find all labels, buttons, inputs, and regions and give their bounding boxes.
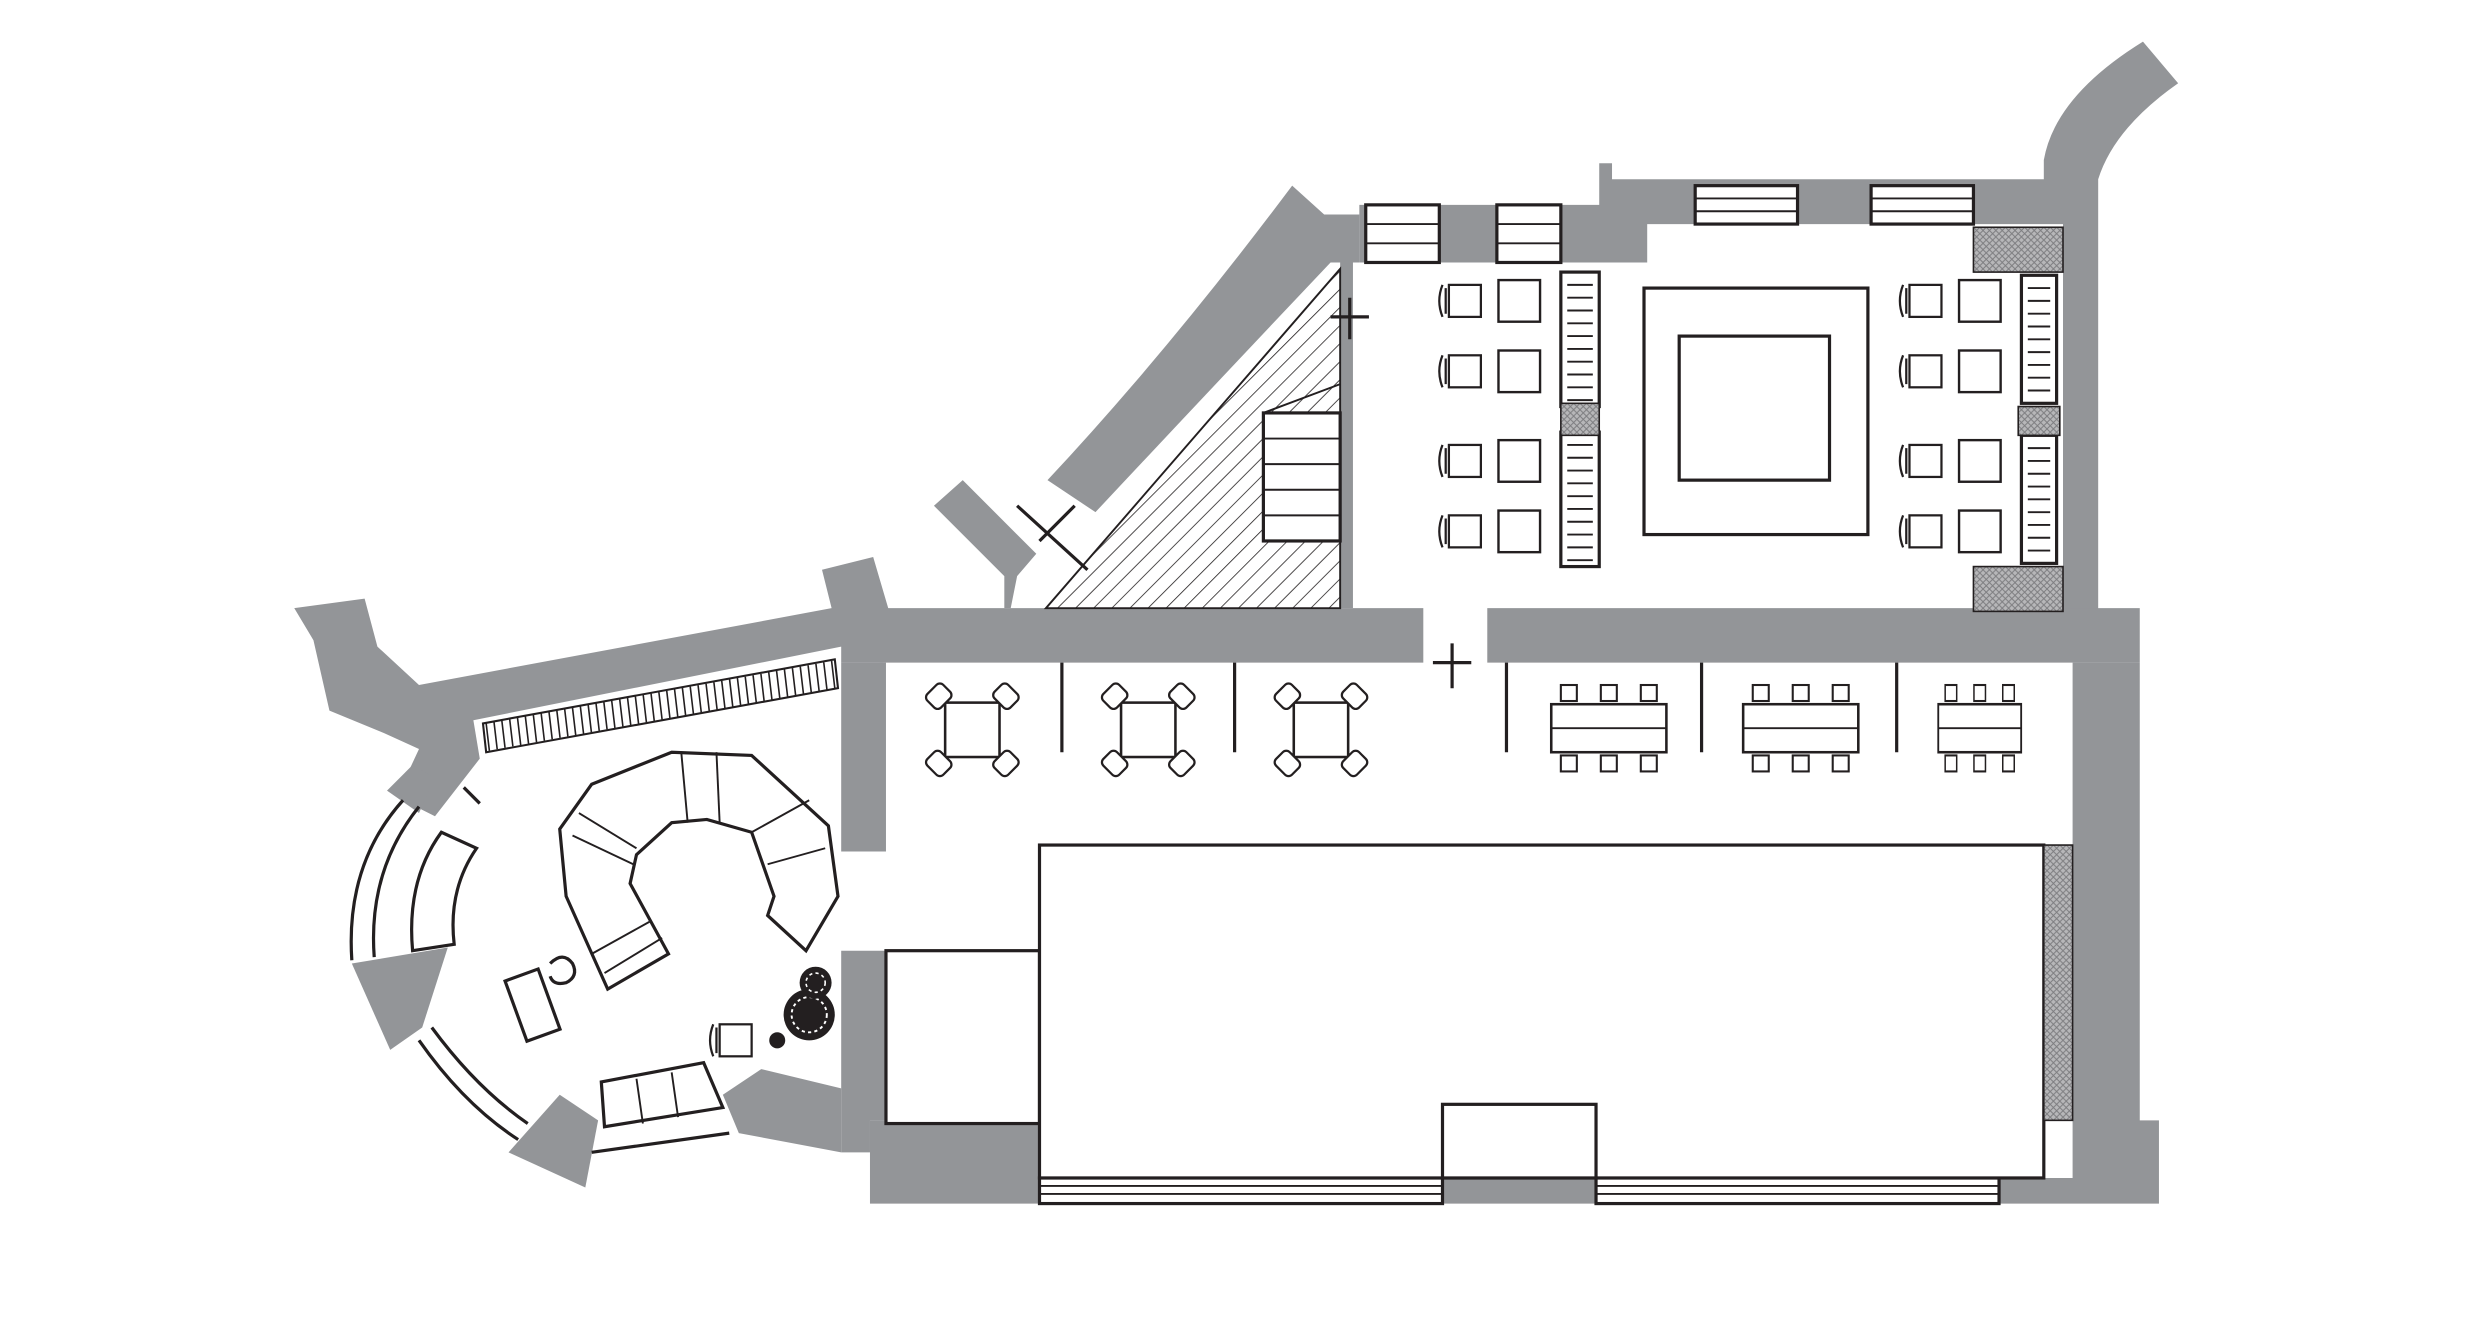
dining-tables-right (1898, 278, 2002, 554)
potted-plant-icon (769, 966, 835, 1049)
main-hall (1037, 843, 2074, 1180)
dining-room (1559, 226, 2064, 613)
windows (1037, 184, 2001, 1206)
dining-tables-left (1438, 278, 1542, 554)
round-lounge (349, 658, 840, 1154)
stair-icon (1016, 266, 1472, 689)
corridor-tables (884, 662, 2023, 1126)
